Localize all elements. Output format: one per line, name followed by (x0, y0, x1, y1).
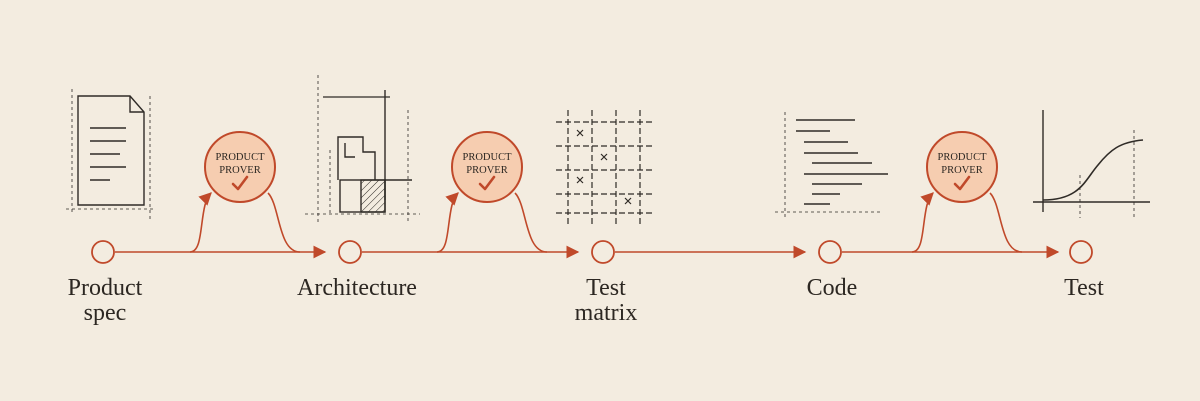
svg-text:PROVER: PROVER (219, 165, 260, 176)
stage-node-2 (338, 240, 362, 264)
stage-label-architecture: Architecture (297, 275, 417, 301)
stage-node-4 (818, 240, 842, 264)
grid-matrix-icon (556, 110, 652, 225)
svg-text:PROVER: PROVER (466, 165, 507, 176)
checkmark-icon (231, 175, 249, 191)
stage-node-1 (91, 240, 115, 264)
blueprint-icon (305, 75, 420, 222)
svg-text:PRODUCT: PRODUCT (937, 152, 987, 163)
document-icon (66, 89, 155, 222)
stage-label-product-spec: Product spec (67, 275, 143, 326)
stage-node-3 (591, 240, 615, 264)
s-curve-graph-icon (1033, 110, 1150, 218)
stage-label-test: Test (1064, 275, 1104, 301)
stage-label-code: Code (806, 275, 858, 301)
stage-nodes (91, 240, 1093, 264)
checkmark-icon (953, 175, 971, 191)
code-lines-icon (775, 112, 888, 220)
svg-text:PRODUCT: PRODUCT (462, 152, 512, 163)
product-prover-badge: PRODUCT PROVER (451, 131, 523, 203)
svg-text:PROVER: PROVER (941, 165, 982, 176)
checkmark-icon (478, 175, 496, 191)
badge-detours (189, 192, 1023, 253)
stage-label-test-matrix: Test matrix (574, 275, 638, 326)
product-prover-badge: PRODUCT PROVER (926, 131, 998, 203)
svg-text:PRODUCT: PRODUCT (215, 152, 265, 163)
product-prover-badge: PRODUCT PROVER (204, 131, 276, 203)
stage-node-5 (1069, 240, 1093, 264)
